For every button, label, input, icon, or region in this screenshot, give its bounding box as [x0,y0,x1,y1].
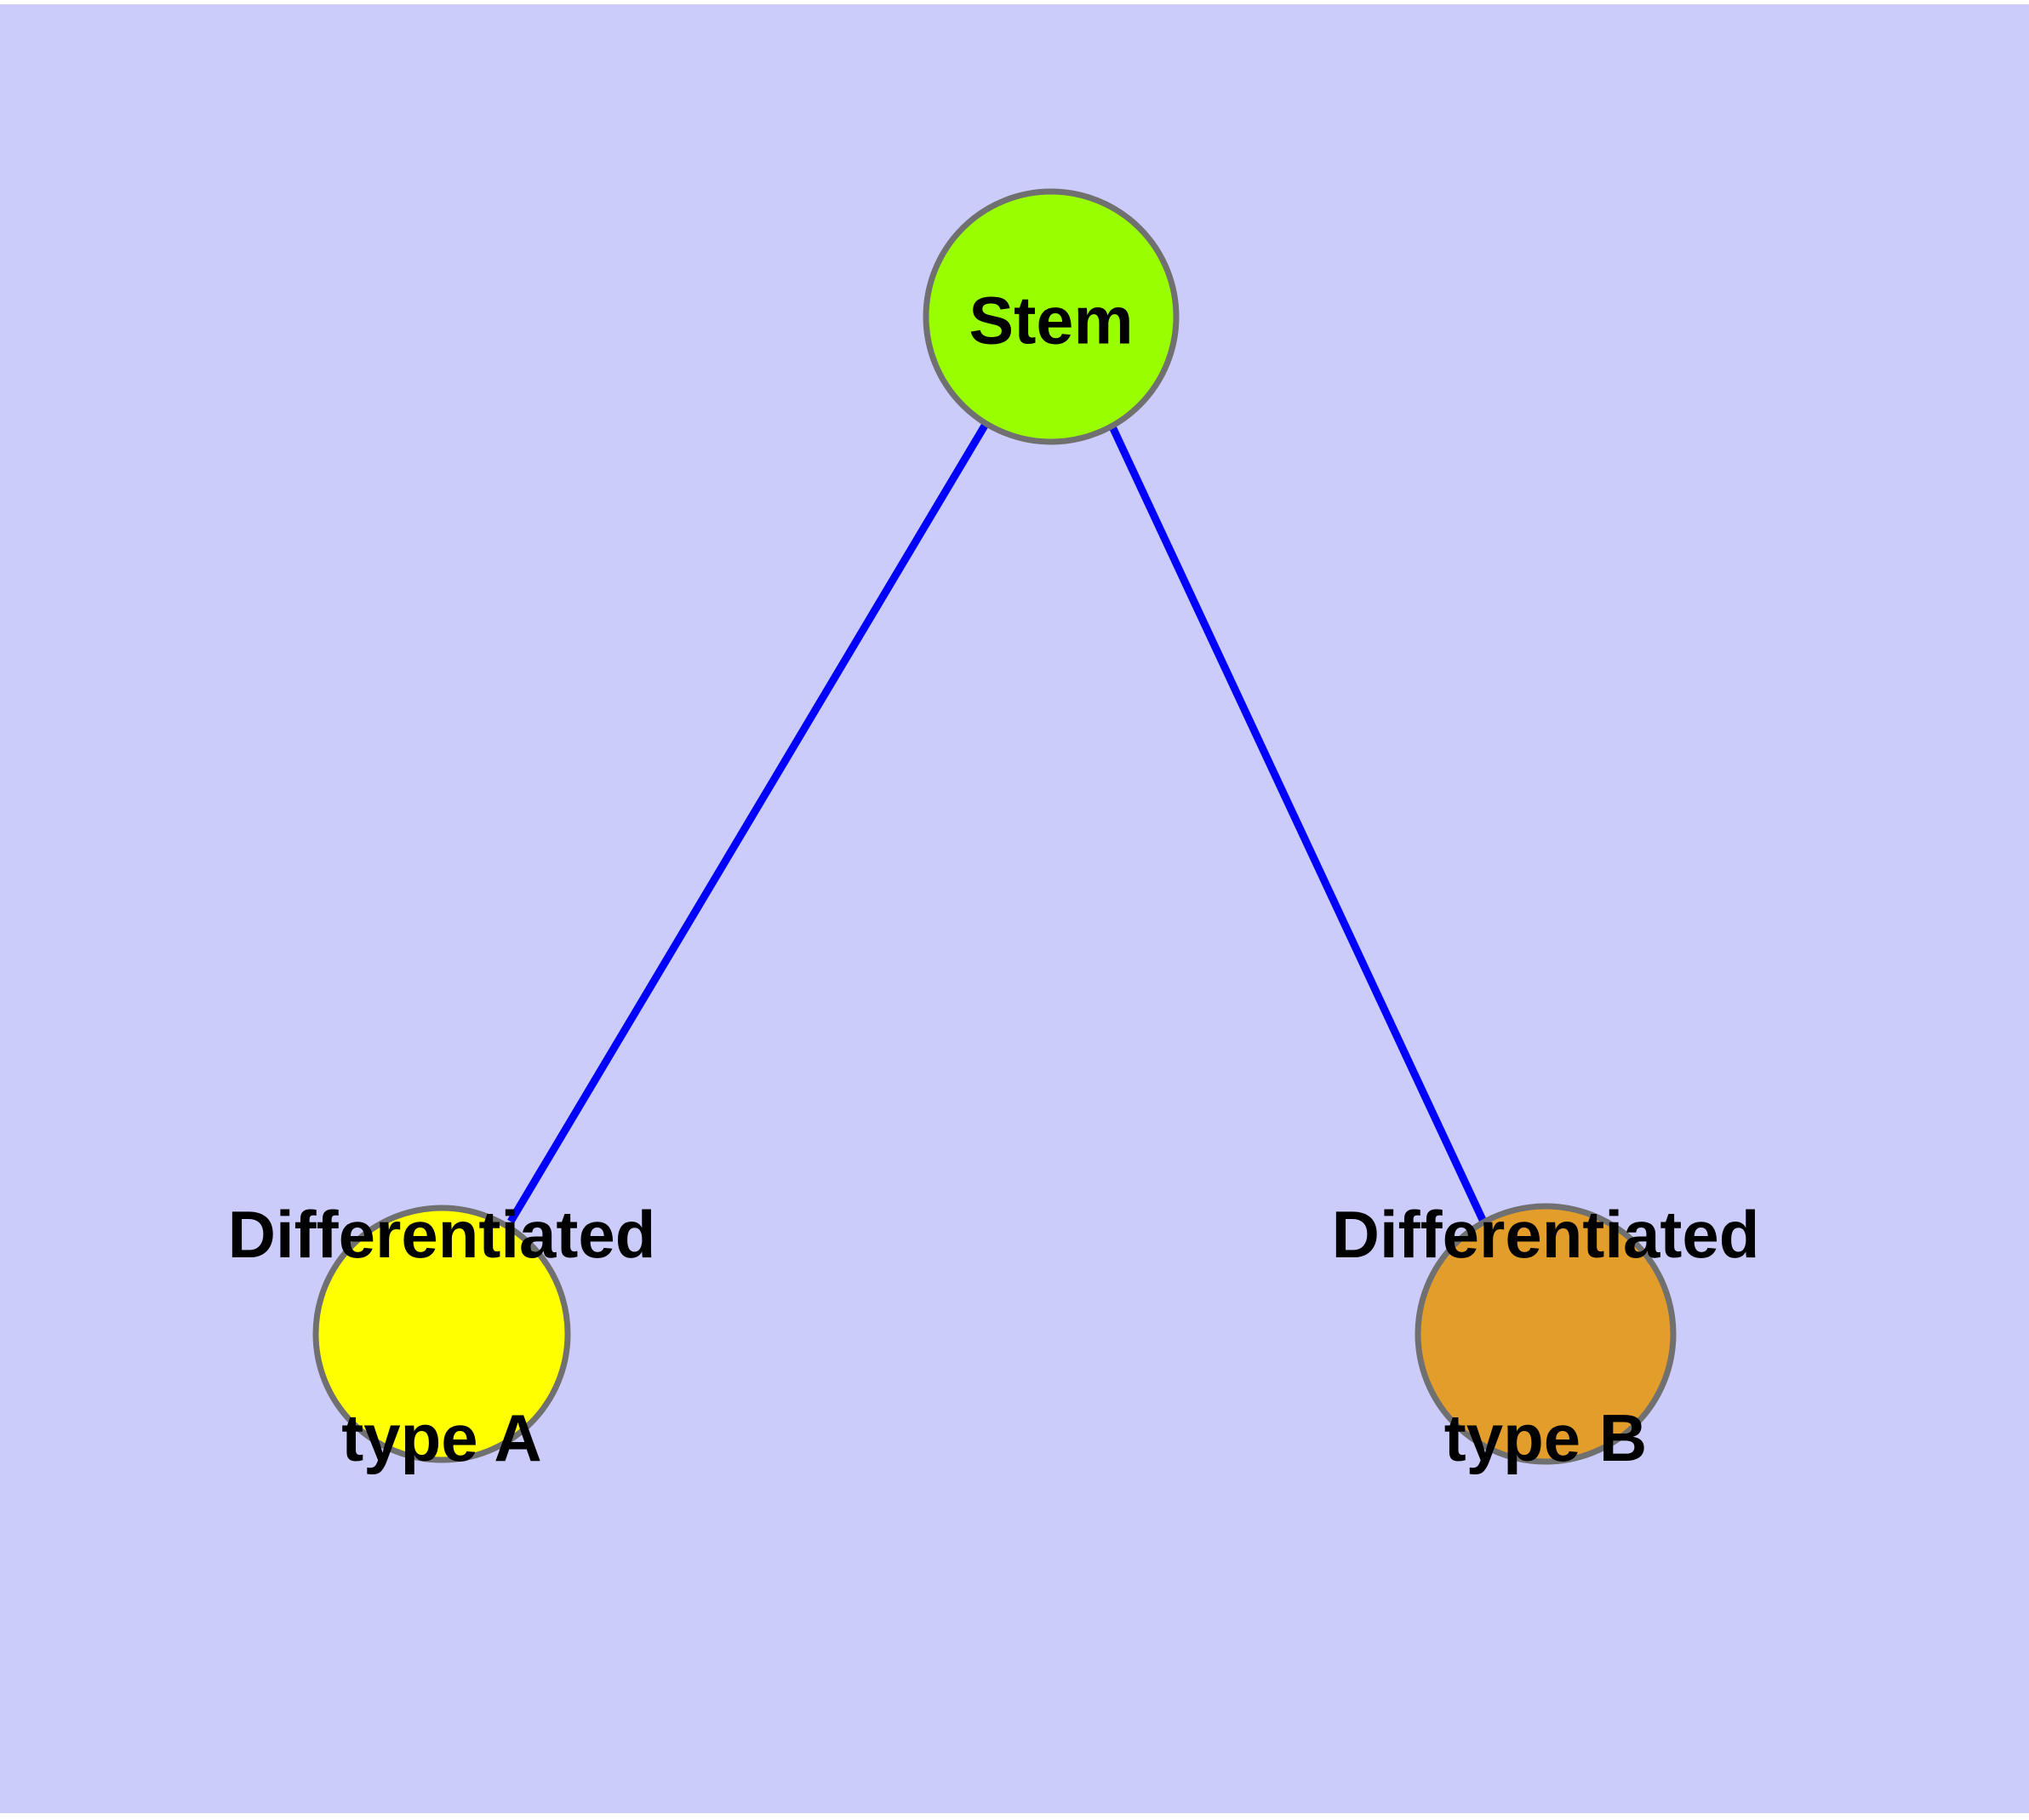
node-differentiated-type-a[interactable] [312,1205,571,1463]
edges-group [507,421,1487,1224]
node-stem[interactable] [923,188,1180,445]
node-differentiated-type-b[interactable] [1415,1203,1677,1465]
edge-stem-to-differentiated-type-a [507,423,988,1224]
nodes-group [312,188,1677,1465]
edge-stem-to-differentiated-type-b [1106,421,1487,1222]
